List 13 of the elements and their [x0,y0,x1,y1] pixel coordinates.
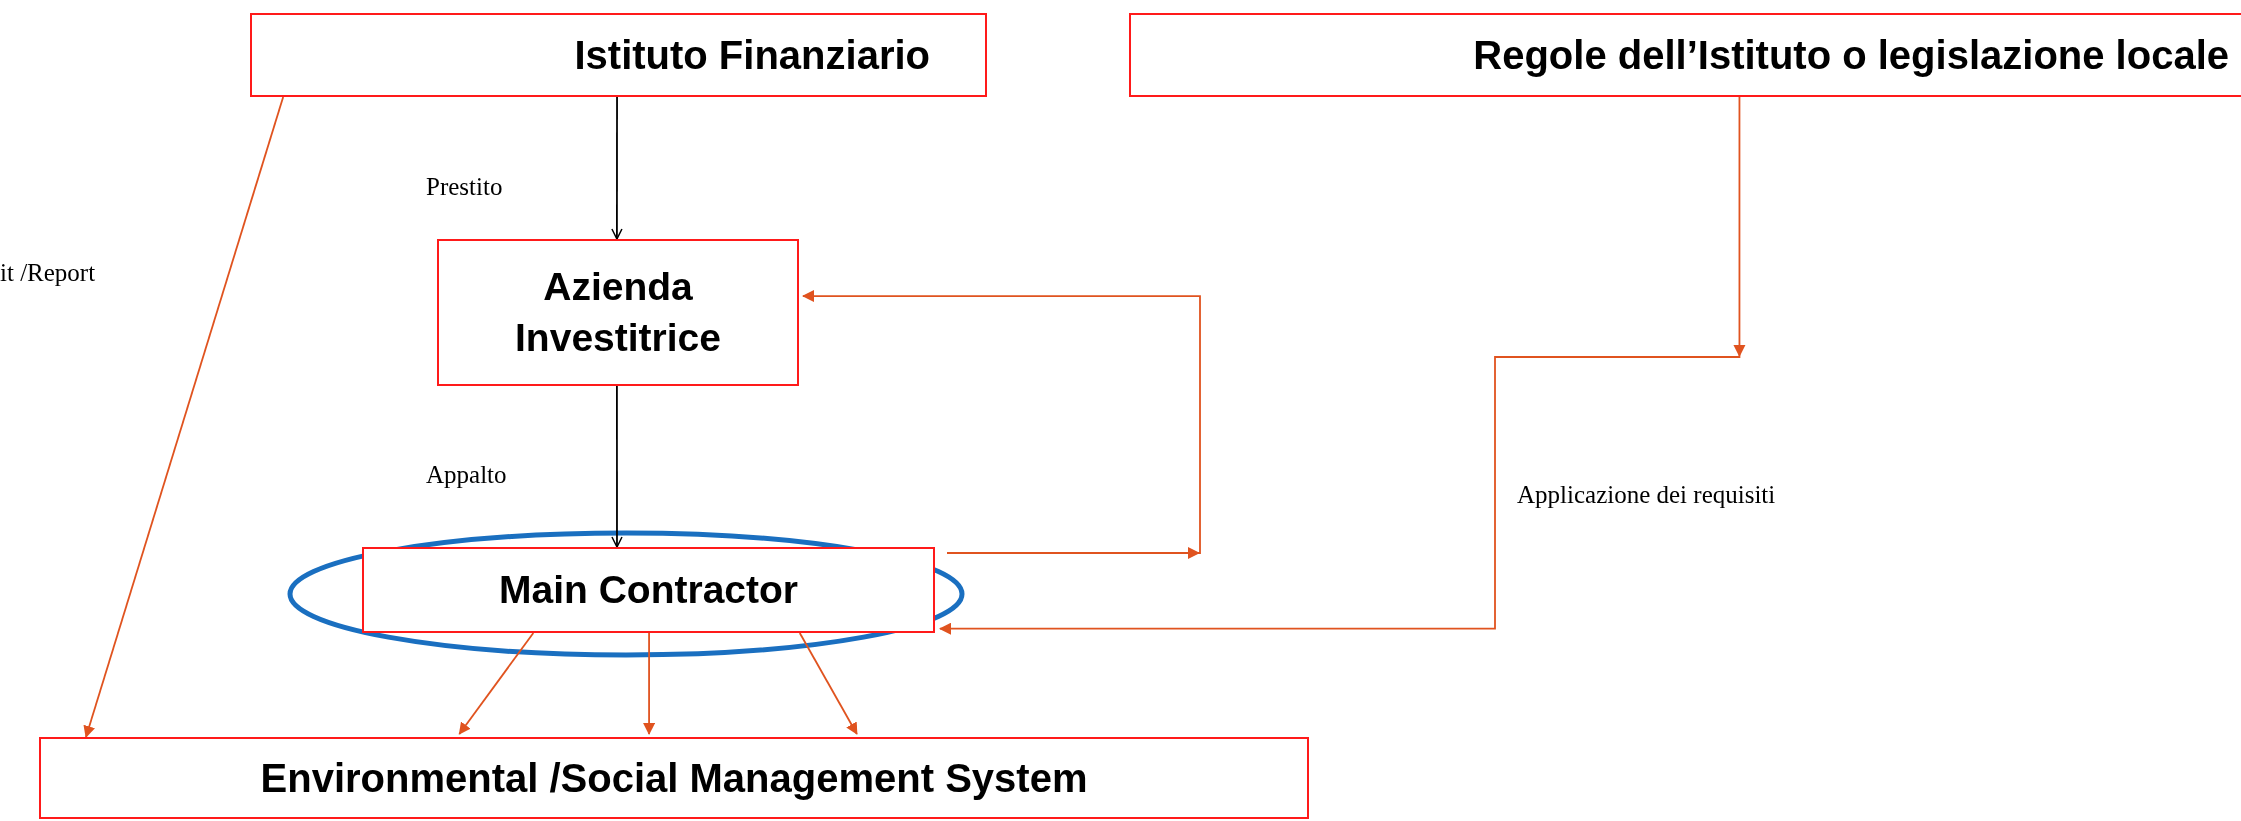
process-box: Istituto Finanziario [250,13,987,97]
process-box: Main Contractor [362,547,935,633]
arrow [83,96,285,738]
arrow [939,96,1746,635]
process-box: Environmental /Social Management System [39,737,1309,819]
arrow [802,290,1201,559]
arrow [611,96,623,240]
arrow [458,632,535,735]
arrow [611,385,623,548]
arrow [798,632,858,735]
process-box: Regole dell’Istituto o legislazione locale [1129,13,2241,97]
process-box: Azienda Investitrice [437,239,799,386]
arrow [643,632,656,735]
